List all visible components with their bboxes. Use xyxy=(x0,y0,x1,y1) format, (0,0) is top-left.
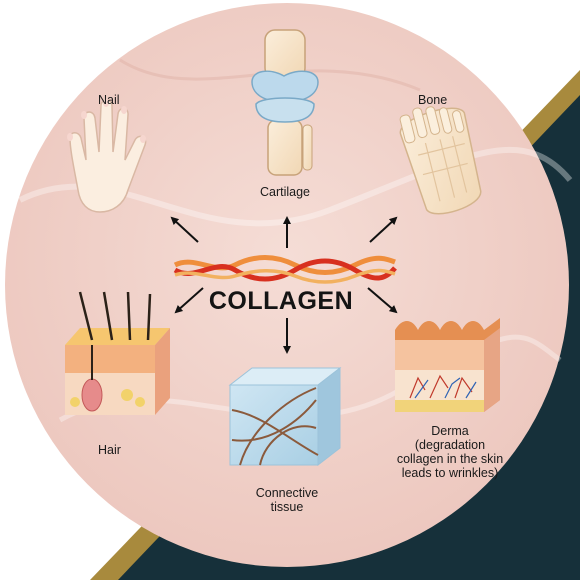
connective-tissue-cube-icon xyxy=(230,368,340,465)
derma-label: Derma (degradation collagen in the skin … xyxy=(385,424,515,480)
cartilage-label: Cartilage xyxy=(252,185,318,199)
hair-label: Hair xyxy=(98,443,121,457)
derma-line-2: (degradation xyxy=(385,438,515,452)
derma-line-1: Derma xyxy=(385,424,515,438)
bone-label: Bone xyxy=(418,93,447,107)
collagen-title: COLLAGEN xyxy=(206,287,356,316)
connective-tissue-label: Connective tissue xyxy=(232,486,342,514)
derma-line-4: leads to wrinkles) xyxy=(385,466,515,480)
derma-line-3: collagen in the skin xyxy=(385,452,515,466)
nail-label: Nail xyxy=(98,93,120,107)
connective-line-2: tissue xyxy=(232,500,342,514)
connective-line-1: Connective xyxy=(232,486,342,500)
skin-layers-icon xyxy=(395,318,500,412)
